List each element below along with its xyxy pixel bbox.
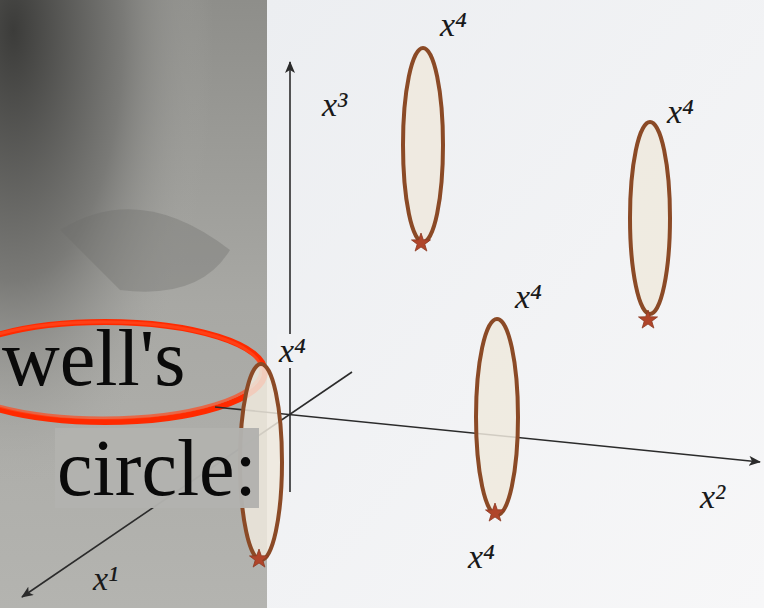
axis-label: x⁴	[440, 8, 467, 42]
circle-fiber	[403, 48, 443, 242]
axis-line	[289, 62, 291, 492]
axis-label: x¹	[93, 562, 118, 596]
slide-text: well's	[2, 318, 185, 398]
circle-fiber	[476, 319, 518, 515]
axis-label: x⁴	[515, 280, 542, 314]
star-marker	[638, 310, 657, 328]
axis-label: x⁴	[277, 334, 308, 368]
photo-panel	[0, 0, 267, 608]
axis-label: x²	[700, 480, 725, 514]
slide-text: circle:	[55, 428, 259, 508]
photo-shape	[60, 209, 230, 291]
star-marker	[485, 503, 504, 521]
axis-label: x³	[322, 88, 347, 122]
star-marker	[411, 233, 430, 251]
photo-shade	[0, 0, 267, 608]
circle-fiber	[630, 122, 670, 314]
axis-line	[22, 372, 352, 597]
axis-label: x⁴	[667, 95, 694, 129]
axis-label: x⁴	[468, 540, 495, 574]
right-panel	[267, 0, 764, 608]
star-marker	[249, 549, 268, 567]
